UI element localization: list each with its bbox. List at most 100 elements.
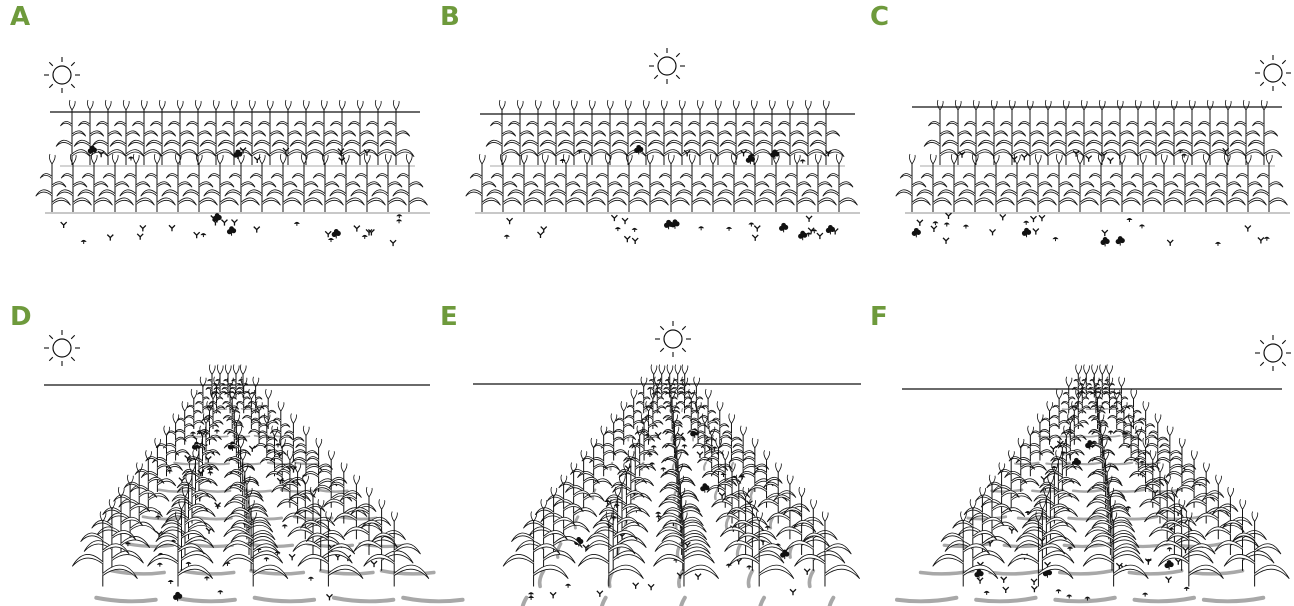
weed-icon [1214, 241, 1221, 246]
maize-plant-icon [980, 462, 1026, 524]
maize-plant-icon [659, 450, 700, 508]
weed-icon [1023, 220, 1030, 225]
weed-icon [945, 212, 952, 220]
maize-plant-icon [688, 376, 706, 414]
maize-plant-icon [941, 99, 977, 165]
maize-plant-icon [655, 364, 670, 398]
panel-b: B [430, 0, 860, 300]
maize-plant-icon [1013, 99, 1049, 165]
field-illustration [465, 48, 860, 245]
weed-icon [1085, 155, 1093, 162]
maize-plant-icon [129, 450, 170, 508]
maize-plant-icon [392, 153, 428, 212]
weed-icon [805, 232, 812, 237]
weed-icon [365, 228, 373, 236]
maize-plant-icon [153, 499, 214, 571]
maize-plant-icon [1211, 99, 1247, 165]
maize-plant-icon [485, 99, 521, 165]
weed-icon [740, 149, 748, 157]
maize-plant-icon [611, 99, 647, 165]
weed-icon [213, 429, 220, 434]
weed-icon [324, 230, 332, 238]
weed-icon [631, 237, 639, 245]
maize-plant-icon [1231, 153, 1267, 212]
maize-plant-icon [222, 511, 289, 587]
panel-label: D [10, 302, 32, 332]
maize-plant-icon [1042, 153, 1078, 212]
weed-icon [764, 525, 771, 530]
maize-plant-icon [1145, 413, 1173, 461]
weed-icon [683, 149, 691, 157]
maize-plant-icon [195, 376, 212, 414]
maize-plant-icon [794, 511, 861, 587]
weed-icon [248, 445, 256, 452]
maize-plant-icon [701, 99, 737, 165]
maize-plant-icon [1085, 99, 1121, 165]
maize-plant-icon [724, 499, 785, 571]
weed-icon [1138, 224, 1145, 229]
weed-icon [930, 225, 938, 232]
maize-plant-icon [539, 99, 575, 165]
weed-icon [87, 145, 97, 155]
maize-plant-icon [1113, 376, 1131, 414]
weed-icon [337, 148, 345, 155]
weed-icon [1263, 236, 1270, 241]
panel-label: B [440, 2, 460, 32]
maize-plant-icon [182, 153, 218, 212]
maize-plant-icon [287, 486, 343, 555]
maize-plant-icon [629, 99, 665, 165]
maize-plant-icon [696, 153, 732, 212]
weed-icon [288, 553, 296, 561]
weed-icon [1139, 460, 1146, 465]
field-illustration [44, 330, 465, 604]
weed-icon [1107, 157, 1114, 164]
weed-icon [1101, 229, 1109, 237]
maize-plant-icon [612, 153, 648, 212]
field-illustration [895, 55, 1291, 247]
maize-plant-icon [1000, 153, 1036, 212]
maize-plant-icon [635, 376, 653, 414]
maize-plant-icon [222, 388, 243, 429]
weed-icon [1183, 586, 1190, 591]
weed-icon [634, 144, 644, 155]
weed-icon [647, 583, 655, 591]
maize-plant-icon [717, 153, 753, 212]
maize-plant-icon [343, 486, 399, 555]
sun-icon [1255, 55, 1291, 91]
maize-plant-icon [235, 99, 271, 165]
maize-plant-icon [353, 499, 414, 571]
maize-plant-icon [1071, 364, 1086, 398]
weed-icon [307, 576, 314, 581]
weed-icon [798, 230, 808, 241]
weed-icon [660, 467, 667, 472]
weed-icon [370, 560, 378, 568]
weed-icon [700, 483, 710, 493]
weed-icon [363, 149, 371, 156]
maize-plant-icon [801, 153, 837, 212]
maize-plant-icon [612, 401, 637, 445]
weed-icon [958, 151, 966, 158]
maize-plant-icon [245, 153, 281, 212]
maize-plant-icon [937, 153, 973, 212]
maize-plant-icon [1126, 153, 1162, 212]
maize-plant-icon [589, 425, 621, 477]
weed-icon [200, 233, 207, 238]
weed-icon [166, 469, 173, 474]
weed-icon [1020, 153, 1028, 161]
maize-plant-icon [1210, 153, 1246, 212]
maize-plant-icon [486, 153, 522, 212]
weed-icon [253, 226, 261, 233]
weed-icon [824, 149, 832, 157]
weed-icon [825, 225, 836, 235]
maize-plant-icon [1175, 99, 1211, 165]
weed-icon [1107, 430, 1114, 435]
weed-icon [614, 227, 621, 232]
weed-icon [1002, 586, 1010, 594]
maize-plant-icon [213, 364, 228, 398]
maize-plant-icon [159, 486, 215, 555]
maize-plant-icon [1252, 153, 1288, 212]
weed-icon [506, 217, 514, 225]
weed-icon [565, 583, 572, 588]
weed-icon [694, 573, 702, 580]
weed-icon [811, 229, 818, 234]
